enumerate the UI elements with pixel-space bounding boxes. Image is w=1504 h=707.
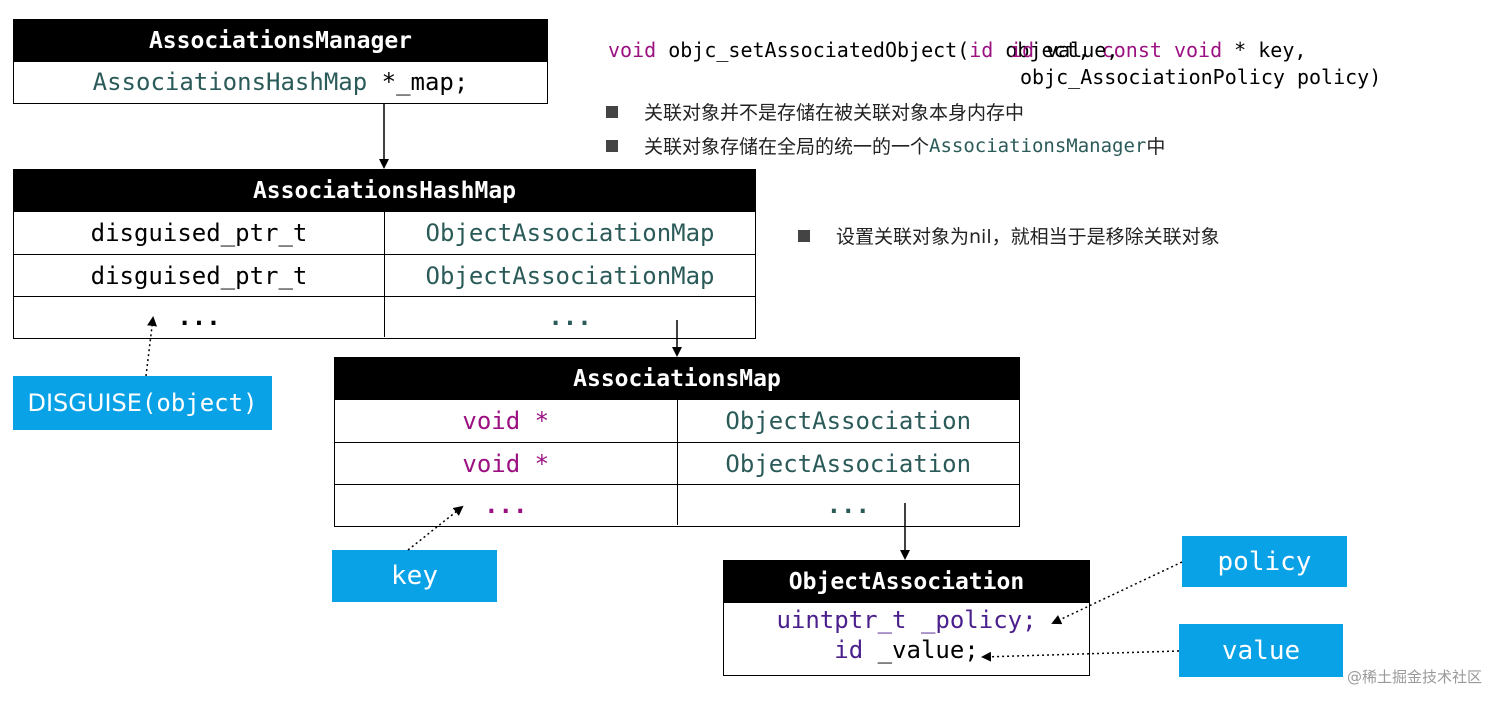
- associations-manager-box: AssociationsManager AssociationsHashMap …: [13, 19, 548, 104]
- hash-map-value-cell: ObjectAssociationMap: [384, 255, 755, 296]
- associations-map-title: AssociationsMap: [335, 358, 1019, 400]
- hash-map-value-cell: ObjectAssociationMap: [384, 212, 755, 254]
- map-value-cell: ObjectAssociation: [676, 443, 1020, 484]
- watermark: @稀土掘金技术社区: [1346, 668, 1482, 686]
- value-tag: value: [1179, 624, 1343, 677]
- associations-manager-title: AssociationsManager: [14, 20, 547, 62]
- bullet-icon: [606, 105, 618, 118]
- associations-hash-map-table: AssociationsHashMap disguised_ptr_t Obje…: [13, 169, 756, 339]
- hash-map-key-cell: disguised_ptr_t: [90, 219, 308, 247]
- object-association-title: ObjectAssociation: [724, 561, 1089, 603]
- table-row: ... ...: [335, 484, 1019, 525]
- object-association-box: ObjectAssociation uintptr_t _policy; id …: [723, 560, 1090, 676]
- bullet-icon: [606, 139, 618, 152]
- value-dotted-arrow: [981, 650, 1180, 662]
- object-association-policy-field: uintptr_t _policy;: [776, 606, 1037, 634]
- associations-map-table: AssociationsMap void * ObjectAssociation…: [334, 357, 1020, 527]
- associations-manager-field: AssociationsHashMap *_map;: [92, 68, 469, 96]
- disguise-dotted-arrow: [145, 316, 158, 377]
- bullet-icon: [798, 229, 810, 242]
- table-row: ... ...: [14, 296, 755, 337]
- key-dotted-arrow: [407, 505, 464, 551]
- function-signature-line3: objc_AssociationPolicy policy): [1020, 65, 1382, 89]
- policy-tag: policy: [1182, 536, 1347, 587]
- policy-dotted-arrow: [1051, 561, 1183, 625]
- map-key-cell: void *: [462, 449, 550, 478]
- note-1: 关联对象并不是存储在被关联对象本身内存中: [606, 98, 1024, 125]
- table-row: void * ObjectAssociation: [335, 400, 1019, 442]
- hash-map-ellipsis-key: ...: [177, 303, 221, 331]
- disguise-tag: DISGUISE(object): [13, 376, 272, 430]
- map-ellipsis-key: ...: [484, 491, 528, 519]
- table-row: disguised_ptr_t ObjectAssociationMap: [14, 212, 755, 254]
- map-ellipsis-value: ...: [676, 485, 1020, 525]
- hash-map-key-cell: disguised_ptr_t: [90, 261, 308, 290]
- hash-map-ellipsis-value: ...: [384, 297, 755, 337]
- function-signature: void objc_setAssociatedObject(id object,…: [608, 38, 1307, 62]
- table-row: void * ObjectAssociation: [335, 442, 1019, 484]
- object-association-value-field: id _value;: [834, 636, 979, 664]
- map-key-cell: void *: [462, 407, 550, 435]
- associations-hash-map-title: AssociationsHashMap: [14, 170, 755, 212]
- key-tag: key: [332, 550, 497, 602]
- function-signature-line2: id value,: [1010, 38, 1119, 62]
- map-value-cell: ObjectAssociation: [676, 400, 1020, 442]
- table-row: disguised_ptr_t ObjectAssociationMap: [14, 254, 755, 296]
- note-3: 设置关联对象为nil，就相当于是移除关联对象: [798, 222, 1220, 249]
